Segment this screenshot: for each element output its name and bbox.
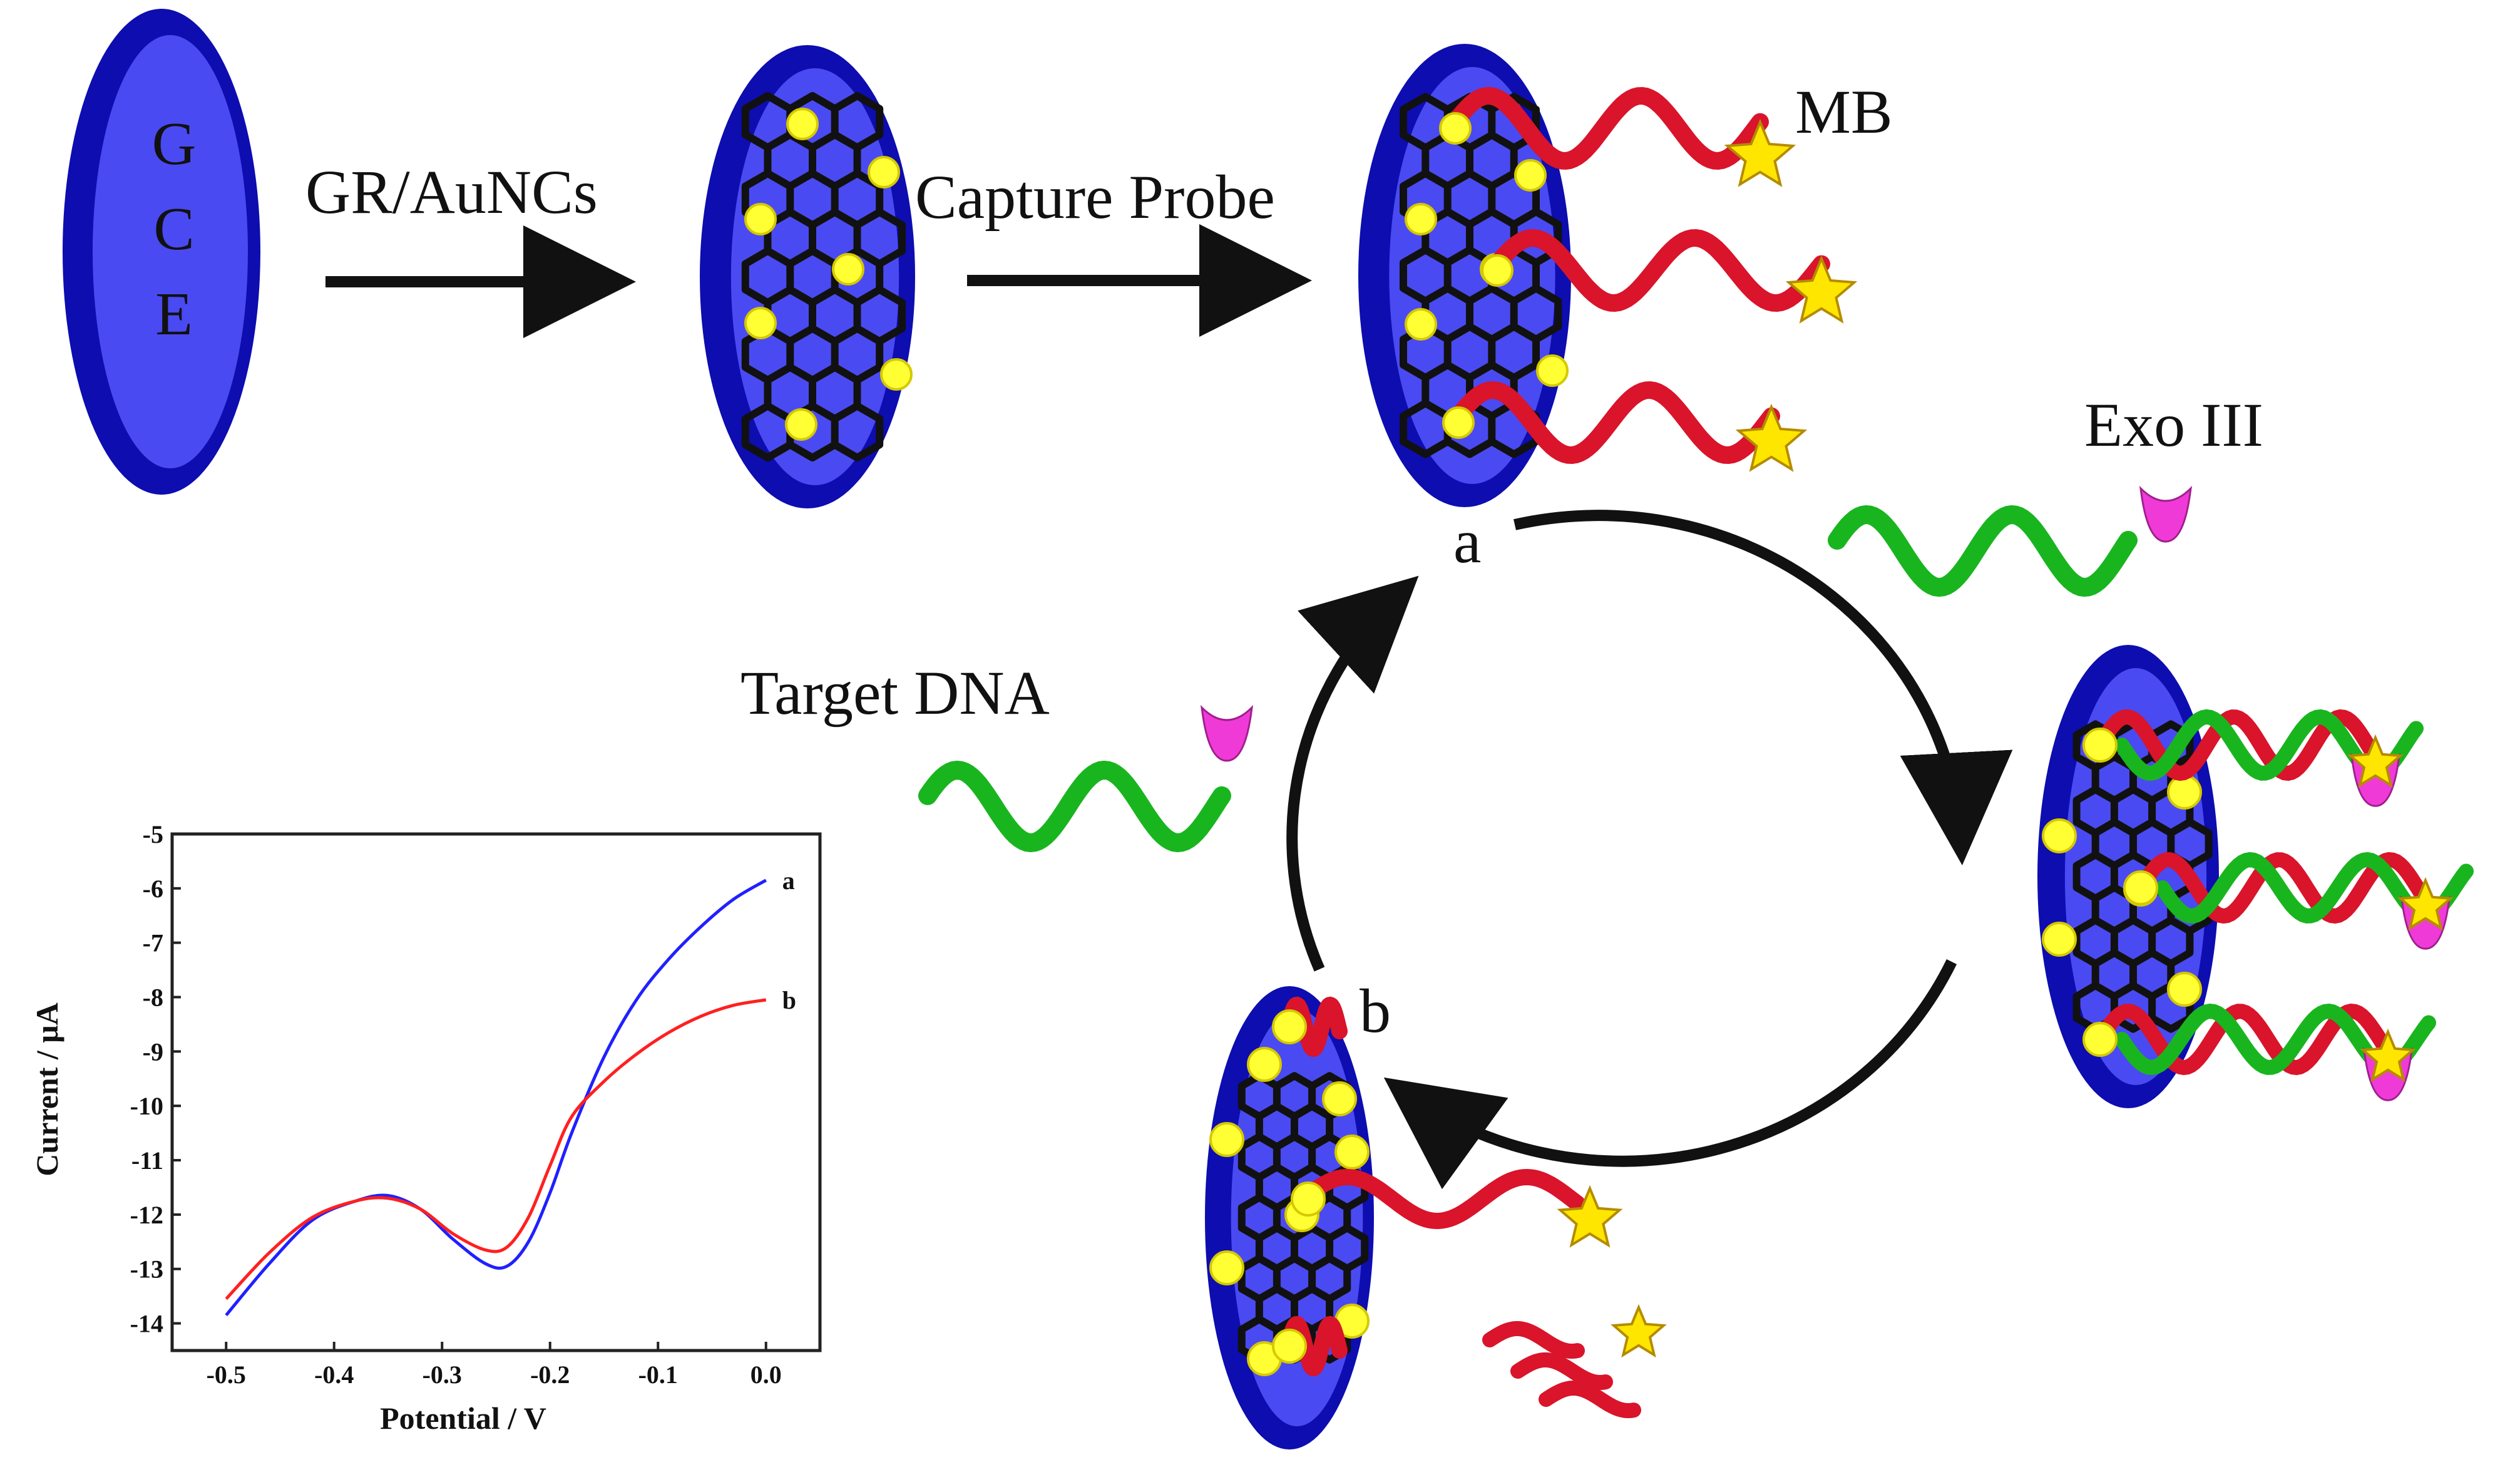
released-fragments [1482, 1304, 1667, 1418]
gold-nanocluster-icon [1247, 1047, 1282, 1082]
target-dna-strand [1828, 505, 2138, 597]
exonuclease-icon [2139, 485, 2192, 543]
electrode-digested [1205, 986, 1623, 1449]
gold-nanocluster-icon [744, 307, 777, 339]
methylene-blue-star-icon [1785, 255, 1858, 324]
methylene-blue-star-icon [1724, 118, 1796, 187]
gold-nanocluster-icon [2167, 972, 2202, 1007]
cycle-arrow-left [1286, 575, 1419, 972]
chart-series-labels: ab [782, 867, 796, 1014]
electrode-with-capture-probe [1358, 44, 1858, 507]
chart-x-axis-label: Potential / V [380, 1401, 546, 1436]
gold-nanocluster-icon [1322, 1081, 1357, 1116]
methylene-blue-star-icon [2397, 877, 2454, 931]
released-fragment [1482, 1321, 1585, 1359]
chart-y-tick-label: -12 [130, 1201, 163, 1229]
dpv-chart: -0.5 -0.4 -0.3 -0.2 -0.1 0.0 -14 -13 -12 -11 -10 -9… [29, 820, 822, 1436]
label-exo-iii: Exo III [2084, 390, 2263, 460]
cycle-arrow-right [1514, 510, 2013, 865]
gold-nanocluster-icon [1272, 1009, 1307, 1044]
chart-x-tick-label: 0.0 [750, 1361, 782, 1389]
chart-series-line-b [225, 998, 767, 1300]
target-dna-strand [918, 704, 1253, 853]
chart-series-label-b: b [782, 986, 796, 1014]
target-dna-strand [918, 760, 1231, 853]
gold-nanocluster-icon [2167, 775, 2202, 810]
chart-y-tick-label: -9 [143, 1037, 163, 1066]
gold-nanocluster-icon [1334, 1135, 1370, 1170]
label-capture-probe: Capture Probe [915, 162, 1275, 232]
capture-probe-strand [1300, 1168, 1585, 1230]
chart-x-tick-label: -0.2 [530, 1361, 570, 1389]
capture-probe-strand [1447, 86, 1769, 170]
bare-gce-electrode: G C E [63, 9, 260, 495]
gold-nanocluster-icon [1439, 112, 1472, 145]
chart-x-tick-label: -0.1 [638, 1361, 678, 1389]
gce-letter-c: C [153, 195, 194, 263]
gold-nanocluster-icon [2082, 728, 2118, 763]
label-target-dna: Target DNA [740, 658, 1050, 728]
released-fragment [1539, 1381, 1641, 1418]
methylene-blue-star-icon [1611, 1304, 1667, 1358]
chart-x-tick-label: -0.5 [207, 1361, 246, 1389]
gce-letter-e: E [155, 281, 193, 348]
gold-nanocluster-icon [1405, 203, 1437, 235]
gold-nanocluster-icon [1405, 308, 1437, 341]
chart-frame [170, 832, 822, 1352]
chart-y-axis-label: Current / μA [29, 1002, 64, 1176]
chart-x-tick-label: -0.4 [314, 1361, 354, 1389]
gold-nanocluster-icon [2123, 870, 2158, 905]
electrode-hybridized [2037, 645, 2474, 1108]
chart-y-tick-label: -14 [130, 1310, 163, 1338]
chart-x-tick-label: -0.3 [423, 1361, 462, 1389]
chart-y-tick-label: -11 [131, 1146, 163, 1175]
state-a-label: a [1453, 507, 1481, 576]
chart-y-tick-label: -8 [143, 984, 163, 1012]
chart-y-tick-label: -6 [143, 875, 163, 903]
released-fragment [1510, 1352, 1613, 1390]
gce-letter-g: G [152, 110, 197, 178]
gold-nanocluster-icon [1481, 254, 1514, 287]
methylene-blue-star-icon [1735, 403, 1808, 472]
exonuclease-icon [1201, 704, 1253, 762]
capture-probe-strand [1281, 1315, 1348, 1377]
gold-nanocluster-icon [2082, 1022, 2118, 1057]
cycle-arrow-bottom [1383, 959, 1957, 1190]
gold-nanocluster-icon [832, 253, 864, 286]
chart-series-label-a: a [782, 867, 795, 895]
methylene-blue-star-icon [2347, 734, 2404, 788]
gold-nanocluster-icon [744, 203, 777, 235]
gold-nanocluster-icon [868, 156, 900, 188]
chart-y-tick-label: -10 [130, 1092, 163, 1120]
chart-y-tick-label: -5 [143, 820, 163, 848]
electrode-gr-aunc [700, 45, 915, 508]
gold-nanocluster-icon [1536, 354, 1569, 387]
gold-nanocluster-icon [1209, 1250, 1244, 1285]
gold-nanocluster-icon [1209, 1122, 1244, 1157]
state-b-label: b [1360, 976, 1391, 1046]
methylene-blue-star-icon [1557, 1185, 1623, 1248]
gold-nanocluster-icon [1291, 1181, 1326, 1217]
methylene-blue-star-icon [2360, 1028, 2416, 1083]
chart-y-tick-label: -13 [130, 1255, 163, 1284]
exo-target-strand [1828, 485, 2192, 597]
label-gr-aunc: GR/AuNCs [305, 157, 598, 227]
gold-nanocluster-icon [2042, 922, 2077, 957]
capture-probe-strand [1281, 996, 1348, 1058]
gold-nanocluster-icon [1272, 1329, 1307, 1364]
gold-nanocluster-icon [1442, 406, 1475, 439]
gold-nanocluster-icon [1514, 159, 1547, 192]
gold-nanocluster-icon [2042, 818, 2077, 853]
gold-nanocluster-icon [785, 408, 817, 441]
capture-probe-strand [1450, 381, 1780, 465]
label-mb: MB [1795, 77, 1893, 147]
gold-nanocluster-icon [880, 358, 913, 391]
chart-y-tick-label: -7 [143, 929, 163, 957]
chart-lines [225, 878, 767, 1317]
capture-probe-strand [1488, 229, 1830, 312]
chart-ticks: -0.5 -0.4 -0.3 -0.2 -0.1 0.0 -14 -13 -12 -11 -10 -9… [130, 820, 782, 1389]
gold-nanocluster-icon [786, 108, 819, 140]
